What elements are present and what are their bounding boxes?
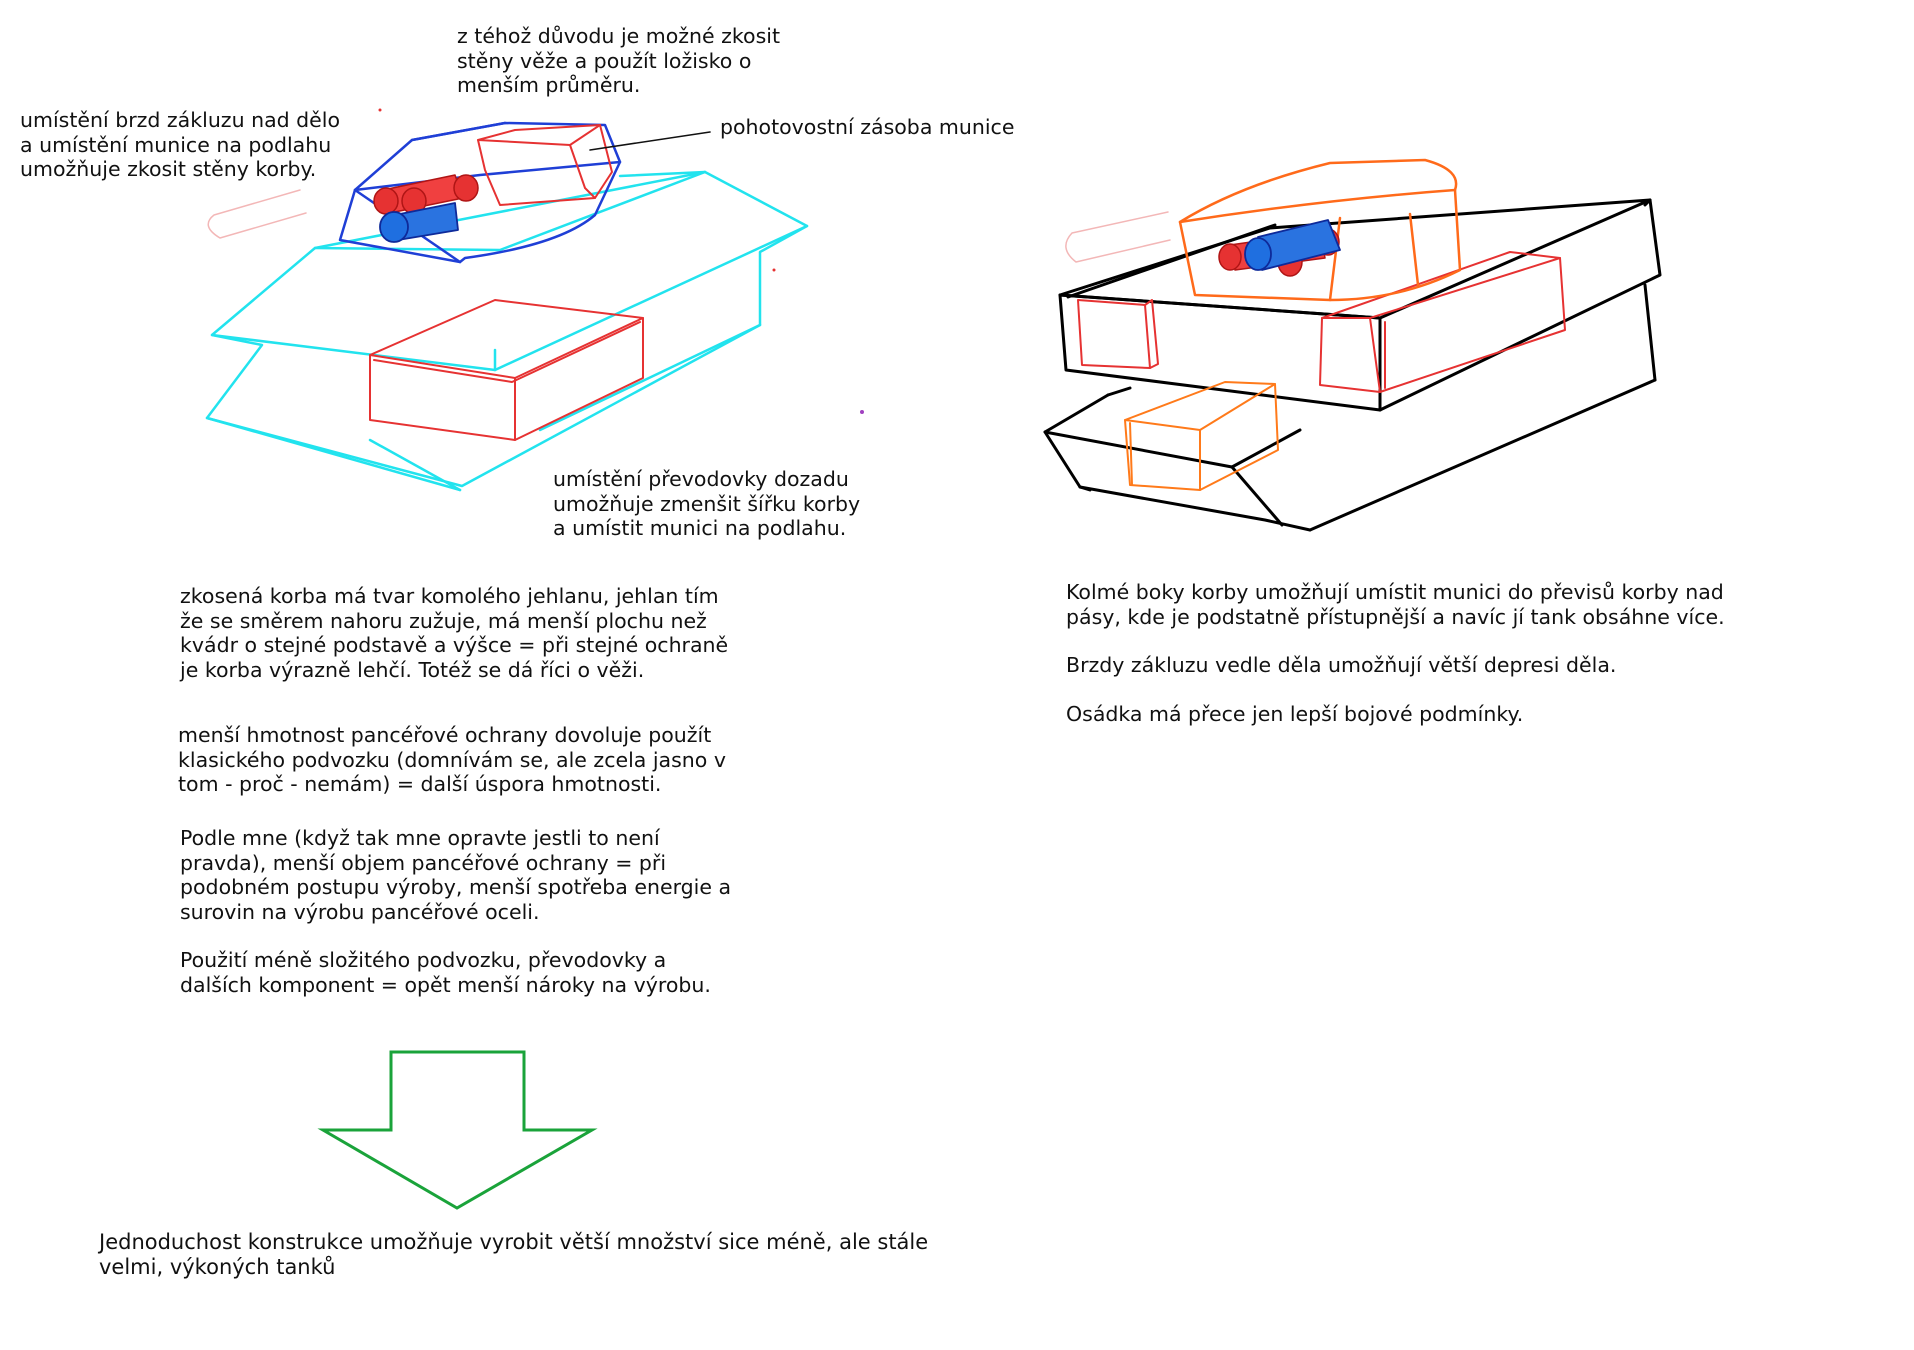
- paragraph-vertical-sides: Kolmé boky korby umožňují umístit munici…: [1066, 580, 1725, 629]
- paragraph-simpler-components: Použití méně složitého podvozku, převodo…: [180, 948, 711, 997]
- black-hull: [1043, 198, 1662, 532]
- right-orange-turret: [1178, 158, 1462, 302]
- stray-dot: [860, 410, 864, 414]
- paragraph-lighter-armor: menší hmotnost pancéřové ochrany dovoluj…: [178, 723, 726, 796]
- left-gun-ghost: [207, 189, 307, 239]
- right-gun-barrel: [1244, 219, 1341, 271]
- label-transmission: umístění převodovky dozadu umožňuje zmen…: [553, 467, 861, 540]
- conclusion-text: Jednoduchost konstrukce umožňuje vyrobit…: [99, 1230, 929, 1279]
- right-gun-ghost: [1065, 211, 1171, 263]
- paragraph-smaller-volume: Podle mne (když tak mne opravte jestli t…: [180, 826, 732, 924]
- red-turret-box: [477, 124, 613, 206]
- paragraph-crew-conditions: Osádka má přece jen lepší bojové podmínk…: [1066, 702, 1524, 726]
- right-orange-box: [1124, 381, 1279, 491]
- label-turret-walls: z téhož důvodu je možné zkosit stěny věž…: [457, 24, 781, 97]
- red-hull-box: [369, 299, 644, 441]
- sloped-tank-diagram: [205, 121, 809, 492]
- down-arrow: [317, 1050, 598, 1210]
- cyan-hull: [205, 170, 809, 492]
- left-recoil-cylinders: [373, 174, 479, 215]
- label-ready-ammo: pohotovostní zásoba munice: [720, 115, 1015, 139]
- left-gun-barrel: [379, 202, 459, 243]
- stray-dot: [772, 268, 776, 272]
- paragraph-sloped-hull: zkosená korba má tvar komolého jehlanu, …: [180, 584, 729, 682]
- paragraph-gun-depression: Brzdy zákluzu vedle děla umožňují větší …: [1066, 653, 1617, 677]
- ready-ammo-pointer: [589, 131, 711, 151]
- label-recoil-brakes: umístění brzd zákluzu nad dělo a umístěn…: [20, 108, 341, 181]
- stray-dot: [378, 108, 382, 112]
- right-red-sponsons: [1077, 251, 1566, 393]
- vertical-tank-diagram: [1043, 158, 1662, 532]
